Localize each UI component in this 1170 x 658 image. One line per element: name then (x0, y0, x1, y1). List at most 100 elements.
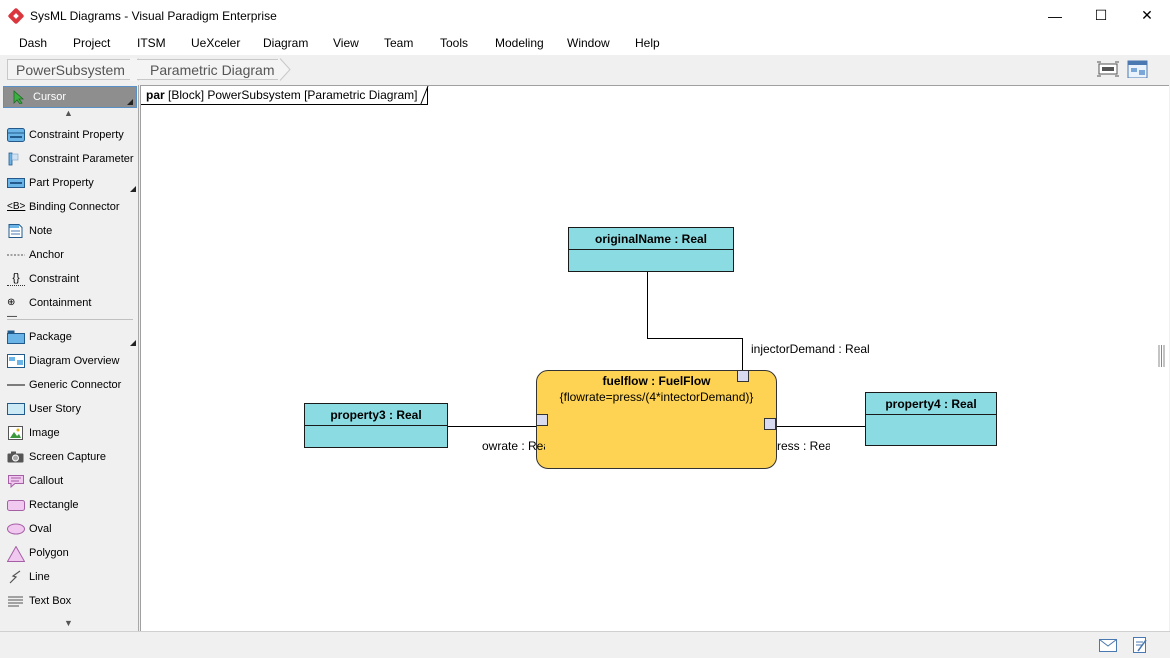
maximize-button[interactable]: ☐ (1094, 7, 1108, 23)
palette-item-rectangle[interactable]: Rectangle (0, 494, 139, 516)
app-logo-icon (9, 9, 23, 23)
frame-tab-corner (420, 86, 429, 106)
palette-item-diagram-overview[interactable]: Diagram Overview (0, 350, 139, 372)
palette-item-label: Generic Connector (29, 379, 122, 391)
constraint-expression: {flowrate=press/(4*intectorDemand)} (559, 390, 754, 404)
diagram-canvas[interactable] (140, 85, 1169, 631)
more-options-icon[interactable] (130, 340, 136, 346)
line-icon (7, 570, 25, 584)
palette-item-label: Part Property (29, 177, 94, 189)
palette-item-label: Polygon (29, 547, 69, 559)
palette-scroll-down-button[interactable]: ▼ (64, 618, 73, 628)
diagram-navigator-icon[interactable] (1127, 60, 1149, 78)
constraint-property-icon (7, 128, 25, 142)
palette-item-line[interactable]: Line (0, 566, 139, 588)
palette-scroll-up-button[interactable]: ▲ (64, 108, 73, 118)
package-icon (7, 330, 25, 344)
window-controls: — ☐ ✕ (1032, 0, 1170, 31)
more-options-icon[interactable] (130, 186, 136, 192)
palette-item-binding-connector[interactable]: <B> Binding Connector (0, 196, 139, 218)
palette-item-label: Constraint Property (29, 129, 124, 141)
menu-uexceler[interactable]: UeXceler (191, 36, 241, 50)
connector-line[interactable] (647, 338, 743, 339)
menu-project[interactable]: Project (73, 36, 111, 50)
part-property4[interactable]: property4 : Real (865, 392, 997, 446)
palette-item-part-property[interactable]: Part Property (0, 172, 139, 194)
oval-icon (7, 522, 25, 536)
palette-item-label: Cursor (33, 91, 67, 103)
palette-item-label: Diagram Overview (29, 355, 120, 367)
port-injector-demand[interactable] (737, 370, 749, 382)
palette-item-label: Line (29, 571, 50, 583)
connector-line[interactable] (777, 426, 865, 427)
palette-item-label: Rectangle (29, 499, 79, 511)
constraint-parameter-icon (7, 152, 25, 166)
palette-item-label: Oval (29, 523, 52, 535)
menu-window[interactable]: Window (567, 36, 610, 50)
palette-item-polygon[interactable]: Polygon (0, 542, 139, 564)
diagram-frame-label[interactable]: par [Block] PowerSubsystem [Parametric D… (141, 86, 429, 105)
close-button[interactable]: ✕ (1141, 7, 1153, 23)
palette-item-generic-connector[interactable]: Generic Connector (0, 374, 139, 396)
palette-item-label: Screen Capture (29, 451, 107, 463)
binding-connector-icon: <B> (7, 201, 26, 212)
palette-item-label: Text Box (29, 595, 72, 607)
palette-item-cursor[interactable]: Cursor (3, 86, 137, 108)
part-original-name[interactable]: originalName : Real (568, 227, 734, 272)
palette-item-text-box[interactable]: Text Box (0, 590, 139, 612)
constraint-fuelflow[interactable]: fuelflow : FuelFlow {flowrate=press/(4*i… (536, 370, 777, 469)
palette-item-constraint[interactable]: {} Constraint (0, 268, 139, 290)
palette-item-label: Image (29, 427, 60, 439)
minimize-button[interactable]: — (1048, 7, 1062, 24)
palette-item-note[interactable]: Note (0, 220, 139, 242)
breadcrumb-item-parametric-diagram[interactable]: Parametric Diagram (137, 59, 280, 80)
connector-line[interactable] (647, 271, 648, 338)
port-flowrate[interactable] (536, 414, 548, 426)
palette-item-package[interactable]: Package (0, 326, 139, 348)
constraint-icon: {} (7, 272, 25, 286)
connector-line[interactable] (742, 338, 743, 371)
palette-item-constraint-property[interactable]: Constraint Property (0, 124, 139, 146)
palette-item-label: User Story (29, 403, 81, 415)
menu-diagram[interactable]: Diagram (263, 36, 309, 50)
palette-item-label: Binding Connector (29, 201, 120, 213)
palette-item-screen-capture[interactable]: Screen Capture (0, 446, 139, 468)
menu-modeling[interactable]: Modeling (495, 36, 544, 50)
palette-item-label: Note (29, 225, 53, 237)
palette-item-label: Constraint Parameter (29, 153, 134, 165)
palette-item-user-story[interactable]: User Story (0, 398, 139, 420)
palette-item-callout[interactable]: Callout (0, 470, 139, 492)
image-icon (7, 426, 25, 440)
palette-item-oval[interactable]: Oval (0, 518, 139, 540)
palette-item-image[interactable]: Image (0, 422, 139, 444)
menu-view[interactable]: View (333, 36, 359, 50)
menu-team[interactable]: Team (384, 36, 414, 50)
menu-help[interactable]: Help (635, 36, 660, 50)
scrollbar-grip-icon[interactable] (1157, 344, 1166, 368)
palette-item-containment[interactable]: ⊕— Containment (0, 292, 139, 322)
cursor-icon (11, 90, 29, 105)
frame-title: [Block] PowerSubsystem [Parametric Diagr… (168, 88, 418, 102)
frame-kind: par (146, 88, 165, 102)
generic-connector-icon (7, 378, 25, 392)
window-title: SysML Diagrams - Visual Paradigm Enterpr… (30, 8, 277, 23)
fit-diagram-icon[interactable] (1097, 60, 1119, 78)
breadcrumb-item-powersubsystem[interactable]: PowerSubsystem (7, 59, 137, 80)
mail-icon[interactable] (1099, 639, 1117, 652)
menu-tools[interactable]: Tools (440, 36, 469, 50)
menu-itsm[interactable]: ITSM (137, 36, 166, 50)
text-box-icon (7, 594, 25, 608)
menu-dash[interactable]: Dash (19, 36, 48, 50)
menu-bar: Dash Project ITSM UeXceler Diagram View … (0, 31, 1170, 55)
notes-icon[interactable] (1132, 636, 1148, 654)
part-property3[interactable]: property3 : Real (304, 403, 448, 448)
palette-item-label: Callout (29, 475, 64, 487)
diagram-overview-icon (7, 354, 25, 368)
connector-line[interactable] (448, 426, 536, 427)
palette-separator (7, 319, 133, 320)
palette-item-anchor[interactable]: Anchor (0, 244, 139, 266)
palette-item-constraint-parameter[interactable]: Constraint Parameter (0, 148, 139, 170)
anchor-icon (7, 248, 25, 262)
more-options-icon[interactable] (127, 99, 133, 105)
port-press[interactable] (764, 418, 776, 430)
